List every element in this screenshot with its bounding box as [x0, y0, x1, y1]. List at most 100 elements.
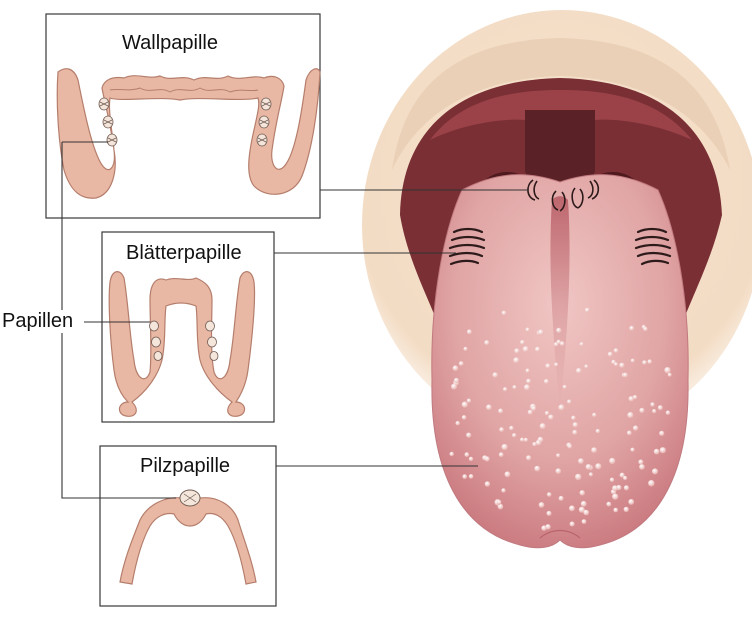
- fungiform-papilla-dot: [627, 412, 634, 419]
- fungiform-papilla-dot: [501, 310, 507, 316]
- fungiform-papilla-dot: [583, 509, 589, 516]
- fungiform-papilla-dot: [607, 351, 613, 357]
- fungiform-papilla-dot: [484, 340, 490, 346]
- fungiform-papilla-dot: [520, 437, 525, 442]
- tongue-foliate-papillae-right: [634, 227, 672, 266]
- fungiform-papilla-dot: [630, 358, 635, 363]
- fungiform-papilla-dot: [613, 348, 619, 353]
- fungiform-papilla-dot: [464, 452, 470, 457]
- fungiform-papilla-dot: [623, 506, 629, 512]
- fungiform-papilla-dot: [468, 456, 474, 462]
- fungiform-papilla-dot: [609, 477, 615, 482]
- fungiform-papilla-dot: [499, 427, 504, 432]
- fungiform-papilla-dot: [667, 372, 672, 377]
- fungiform-papilla-dot: [614, 362, 618, 367]
- blaetterpapille-label: Blätterpapille: [126, 242, 242, 264]
- fungiform-papilla-dot: [458, 361, 464, 366]
- fungiform-papilla-dot: [575, 367, 582, 374]
- fungiform-papilla-dot: [578, 458, 584, 464]
- fungiform-papilla-dot: [514, 348, 520, 354]
- fungiform-papilla-dot: [638, 459, 644, 465]
- fungiform-papilla-dot: [538, 502, 545, 508]
- mouth-illustration: [362, 10, 752, 549]
- tongue-wall-papillae: [527, 179, 600, 212]
- fungiform-papilla-dot: [569, 505, 575, 512]
- fungiform-papilla-dot: [585, 464, 592, 470]
- fungiform-papilla-dot: [595, 463, 602, 470]
- fungiform-papilla-dot: [567, 444, 573, 449]
- fungiform-papilla-dot: [525, 327, 530, 332]
- fungiform-papilla-dot: [616, 484, 622, 491]
- tongue-tip-notch: [539, 529, 581, 539]
- fungiform-papilla-dot: [632, 395, 638, 400]
- wallpapille-label: Wallpapille: [122, 32, 218, 54]
- fungiform-papilla-dot: [555, 468, 562, 474]
- fungiform-papilla-dot: [462, 474, 468, 479]
- fungiform-papilla-dot: [545, 363, 551, 369]
- fungiform-papilla-dot: [559, 341, 565, 347]
- papillen-label: Papillen: [2, 310, 76, 333]
- fungiform-papilla-dot: [650, 402, 655, 407]
- fungiform-papilla-dot: [544, 411, 550, 416]
- fungiform-papilla-dot: [652, 468, 658, 475]
- leader-lines: [61, 141, 528, 499]
- fungiform-papilla-dot: [453, 377, 459, 383]
- fungiform-papilla-dot: [659, 430, 665, 436]
- fungiform-papilla-dot: [546, 492, 552, 497]
- fungiform-papilla-dot: [659, 447, 666, 454]
- fungiform-papilla-dot: [556, 327, 562, 334]
- fungiform-papilla-dot: [592, 412, 597, 418]
- fungiform-papilla-dot: [556, 453, 561, 458]
- fungiform-papilla-dot: [628, 396, 634, 402]
- fungiform-papilla-dot: [541, 525, 547, 531]
- upper-lip: [392, 38, 730, 170]
- fungiform-papilla-dot: [543, 379, 549, 384]
- fungiform-papilla-dot: [513, 357, 520, 364]
- fungiform-papilla-dot: [468, 474, 474, 479]
- fungiform-papilla-dot: [628, 499, 635, 505]
- fungiform-papilla-dot: [527, 409, 533, 415]
- fungiform-papilla-dot: [532, 442, 537, 447]
- fungiform-papilla-dot: [629, 325, 635, 331]
- fungiform-papilla-dot: [496, 500, 502, 505]
- fungiform-papilla-dot: [595, 428, 600, 434]
- fungiform-papilla-dot: [648, 480, 655, 487]
- fungiform-papilla-dot: [539, 423, 546, 430]
- fungiform-papilla-dot: [492, 372, 499, 378]
- fungiform-papilla-dot: [537, 329, 544, 336]
- fungiform-papilla-dot: [526, 455, 532, 461]
- fungiform-papilla-dot: [643, 326, 648, 332]
- fungiform-papilla-dot: [591, 447, 597, 453]
- fungiform-papilla-dot: [581, 519, 587, 524]
- fungiform-papilla-dot: [449, 451, 454, 457]
- fungiform-papilla-dot: [466, 329, 472, 335]
- fungiform-papilla-dot: [575, 473, 582, 481]
- fungiform-papilla-dot: [522, 346, 529, 353]
- fungiform-papilla-dot: [630, 447, 635, 452]
- fungiform-papilla-dot: [502, 387, 508, 392]
- fungiform-papilla-dot: [613, 507, 618, 513]
- fungiform-papilla-dot: [626, 430, 632, 436]
- pilzpapille-label: Pilzpapille: [140, 455, 231, 477]
- fungiform-papilla-dot: [501, 488, 506, 493]
- fungiform-papilla-dot: [546, 510, 552, 516]
- tongue-foliate-papillae-left: [448, 227, 486, 266]
- fungiform-papilla-dot: [531, 405, 537, 411]
- fungiform-papilla-dot: [509, 425, 514, 431]
- fungiform-papilla-dot: [484, 481, 491, 487]
- leader-papillen-bracket: [61, 141, 176, 499]
- fungiform-papilla-dot: [652, 409, 657, 414]
- uvula: [525, 110, 595, 193]
- fungiform-papilla-dot: [554, 362, 559, 367]
- fungiform-papilla-dot: [553, 342, 559, 347]
- fungiform-papilla-dot: [534, 465, 541, 472]
- wallpapille-cross-section: [56, 68, 321, 199]
- fungiform-papilla-dot: [622, 372, 628, 378]
- fungiform-papilla-dot: [512, 385, 517, 390]
- fungiform-papilla-dot: [612, 493, 619, 500]
- fungiform-papilla-dot: [558, 404, 565, 411]
- fungiform-papilla-dot: [525, 368, 530, 373]
- fungiform-papilla-dot: [452, 365, 459, 372]
- fungiform-papilla-dot: [486, 404, 492, 411]
